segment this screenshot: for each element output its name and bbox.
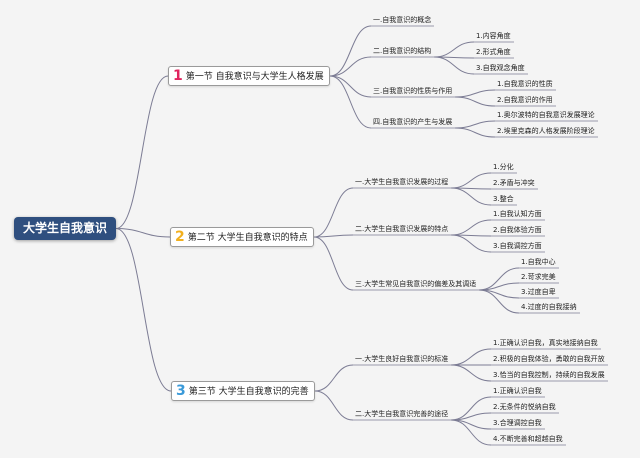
edge-section-3-1 <box>314 364 354 392</box>
item-1-4-2[interactable]: 2.埃里克森的人格发展阶段理论 <box>497 127 595 135</box>
edge-section-1-1 <box>329 25 372 77</box>
item-1-3-2[interactable]: 2.自我意识的作用 <box>497 96 553 104</box>
root-topic[interactable]: 大学生自我意识 <box>14 217 116 240</box>
edge-section-2-3 <box>313 236 354 291</box>
chapter-1-title: 第一节 自我意识与大学生人格发展 <box>185 72 324 82</box>
item-1-4-1[interactable]: 1.奥尔波特的自我意识发展理论 <box>497 111 595 119</box>
item-3-2-1[interactable]: 1.正确认识自我 <box>493 387 542 395</box>
edge-item-1-4-2 <box>454 127 496 138</box>
edge-item-2-3-4 <box>478 289 520 314</box>
edge-section-1-3 <box>329 75 372 98</box>
chapter-2-title: 第二节 大学生自我意识的特点 <box>187 233 308 243</box>
edge-section-2-2 <box>313 234 354 238</box>
item-3-1-2[interactable]: 2.积极的自我体验，勇敢的自我开放 <box>493 355 605 363</box>
item-2-3-2[interactable]: 2.苛求完美 <box>521 273 556 281</box>
section-1-4[interactable]: 四.自我意识的产生与发展 <box>373 118 453 126</box>
edge-item-3-2-4 <box>450 419 492 446</box>
edge-section-1-4 <box>329 75 372 129</box>
edge-item-1-2-1 <box>433 41 475 58</box>
edge-item-1-3-2 <box>454 96 496 107</box>
edge-item-3-1-3 <box>450 364 492 382</box>
edge-section-1-2 <box>329 56 372 77</box>
item-2-1-2[interactable]: 2.矛盾与冲突 <box>493 179 535 187</box>
section-2-1[interactable]: 一.大学生自我意识发展的过程 <box>355 178 449 186</box>
edge-item-3-1-1 <box>450 348 492 366</box>
item-2-2-1[interactable]: 1.自我认知方面 <box>493 210 542 218</box>
item-1-2-1[interactable]: 1.内容角度 <box>476 32 511 40</box>
item-3-2-4[interactable]: 4.不断完善和超越自我 <box>493 435 563 443</box>
item-3-1-1[interactable]: 1.正确认识自我，真实地接纳自我 <box>493 339 598 347</box>
item-2-2-3[interactable]: 3.自我调控方面 <box>493 242 542 250</box>
chapter-2-number: 2 <box>175 229 185 245</box>
edge-item-1-4-1 <box>454 120 496 129</box>
edge-section-3-2 <box>314 390 354 421</box>
chapter-1-number: 1 <box>173 68 183 84</box>
section-3-1[interactable]: 一.大学生良好自我意识的标准 <box>355 355 449 363</box>
edge-root-chapter-2 <box>115 228 171 238</box>
item-2-2-2[interactable]: 2.自我体验方面 <box>493 226 542 234</box>
chapter-3-title: 第三节 大学生自我意识的完善 <box>188 387 309 397</box>
item-2-3-4[interactable]: 4.过度的自我接纳 <box>521 303 577 311</box>
edge-root-chapter-1 <box>115 75 169 229</box>
item-2-3-1[interactable]: 1.自我中心 <box>521 258 556 266</box>
section-1-3[interactable]: 三.自我意识的性质与作用 <box>373 87 453 95</box>
section-3-2[interactable]: 二.大学生自我意识完善的途径 <box>355 410 449 418</box>
edge-item-2-2-3 <box>450 234 492 253</box>
edge-item-1-2-3 <box>433 56 475 75</box>
section-2-3[interactable]: 三.大学生常见自我意识的偏差及其调适 <box>355 280 477 288</box>
item-1-3-1[interactable]: 1.自我意识的性质 <box>497 80 553 88</box>
item-3-2-3[interactable]: 3.合理调控自我 <box>493 419 542 427</box>
section-1-1[interactable]: 一.自我意识的概念 <box>373 16 432 24</box>
edge-section-2-1 <box>313 187 354 238</box>
item-1-2-2[interactable]: 2.形式角度 <box>476 48 511 56</box>
edge-item-1-3-1 <box>454 89 496 98</box>
edge-item-2-1-1 <box>450 172 492 189</box>
section-2-2[interactable]: 二.大学生自我意识发展的特点 <box>355 225 449 233</box>
chapter-3-number: 3 <box>176 383 186 399</box>
item-2-3-3[interactable]: 3.过度自卑 <box>521 288 556 296</box>
edge-root-chapter-3 <box>115 228 172 392</box>
item-1-2-3[interactable]: 3.自我观念角度 <box>476 64 525 72</box>
item-2-1-1[interactable]: 1.分化 <box>493 163 514 171</box>
edge-item-2-2-1 <box>450 219 492 236</box>
item-2-1-3[interactable]: 3.整合 <box>493 195 514 203</box>
edge-item-2-1-3 <box>450 187 492 206</box>
item-3-2-2[interactable]: 2.无条件的悦纳自我 <box>493 403 556 411</box>
section-1-2[interactable]: 二.自我意识的结构 <box>373 47 432 55</box>
item-3-1-3[interactable]: 3.恰当的自我控制，持续的自我发展 <box>493 371 605 379</box>
